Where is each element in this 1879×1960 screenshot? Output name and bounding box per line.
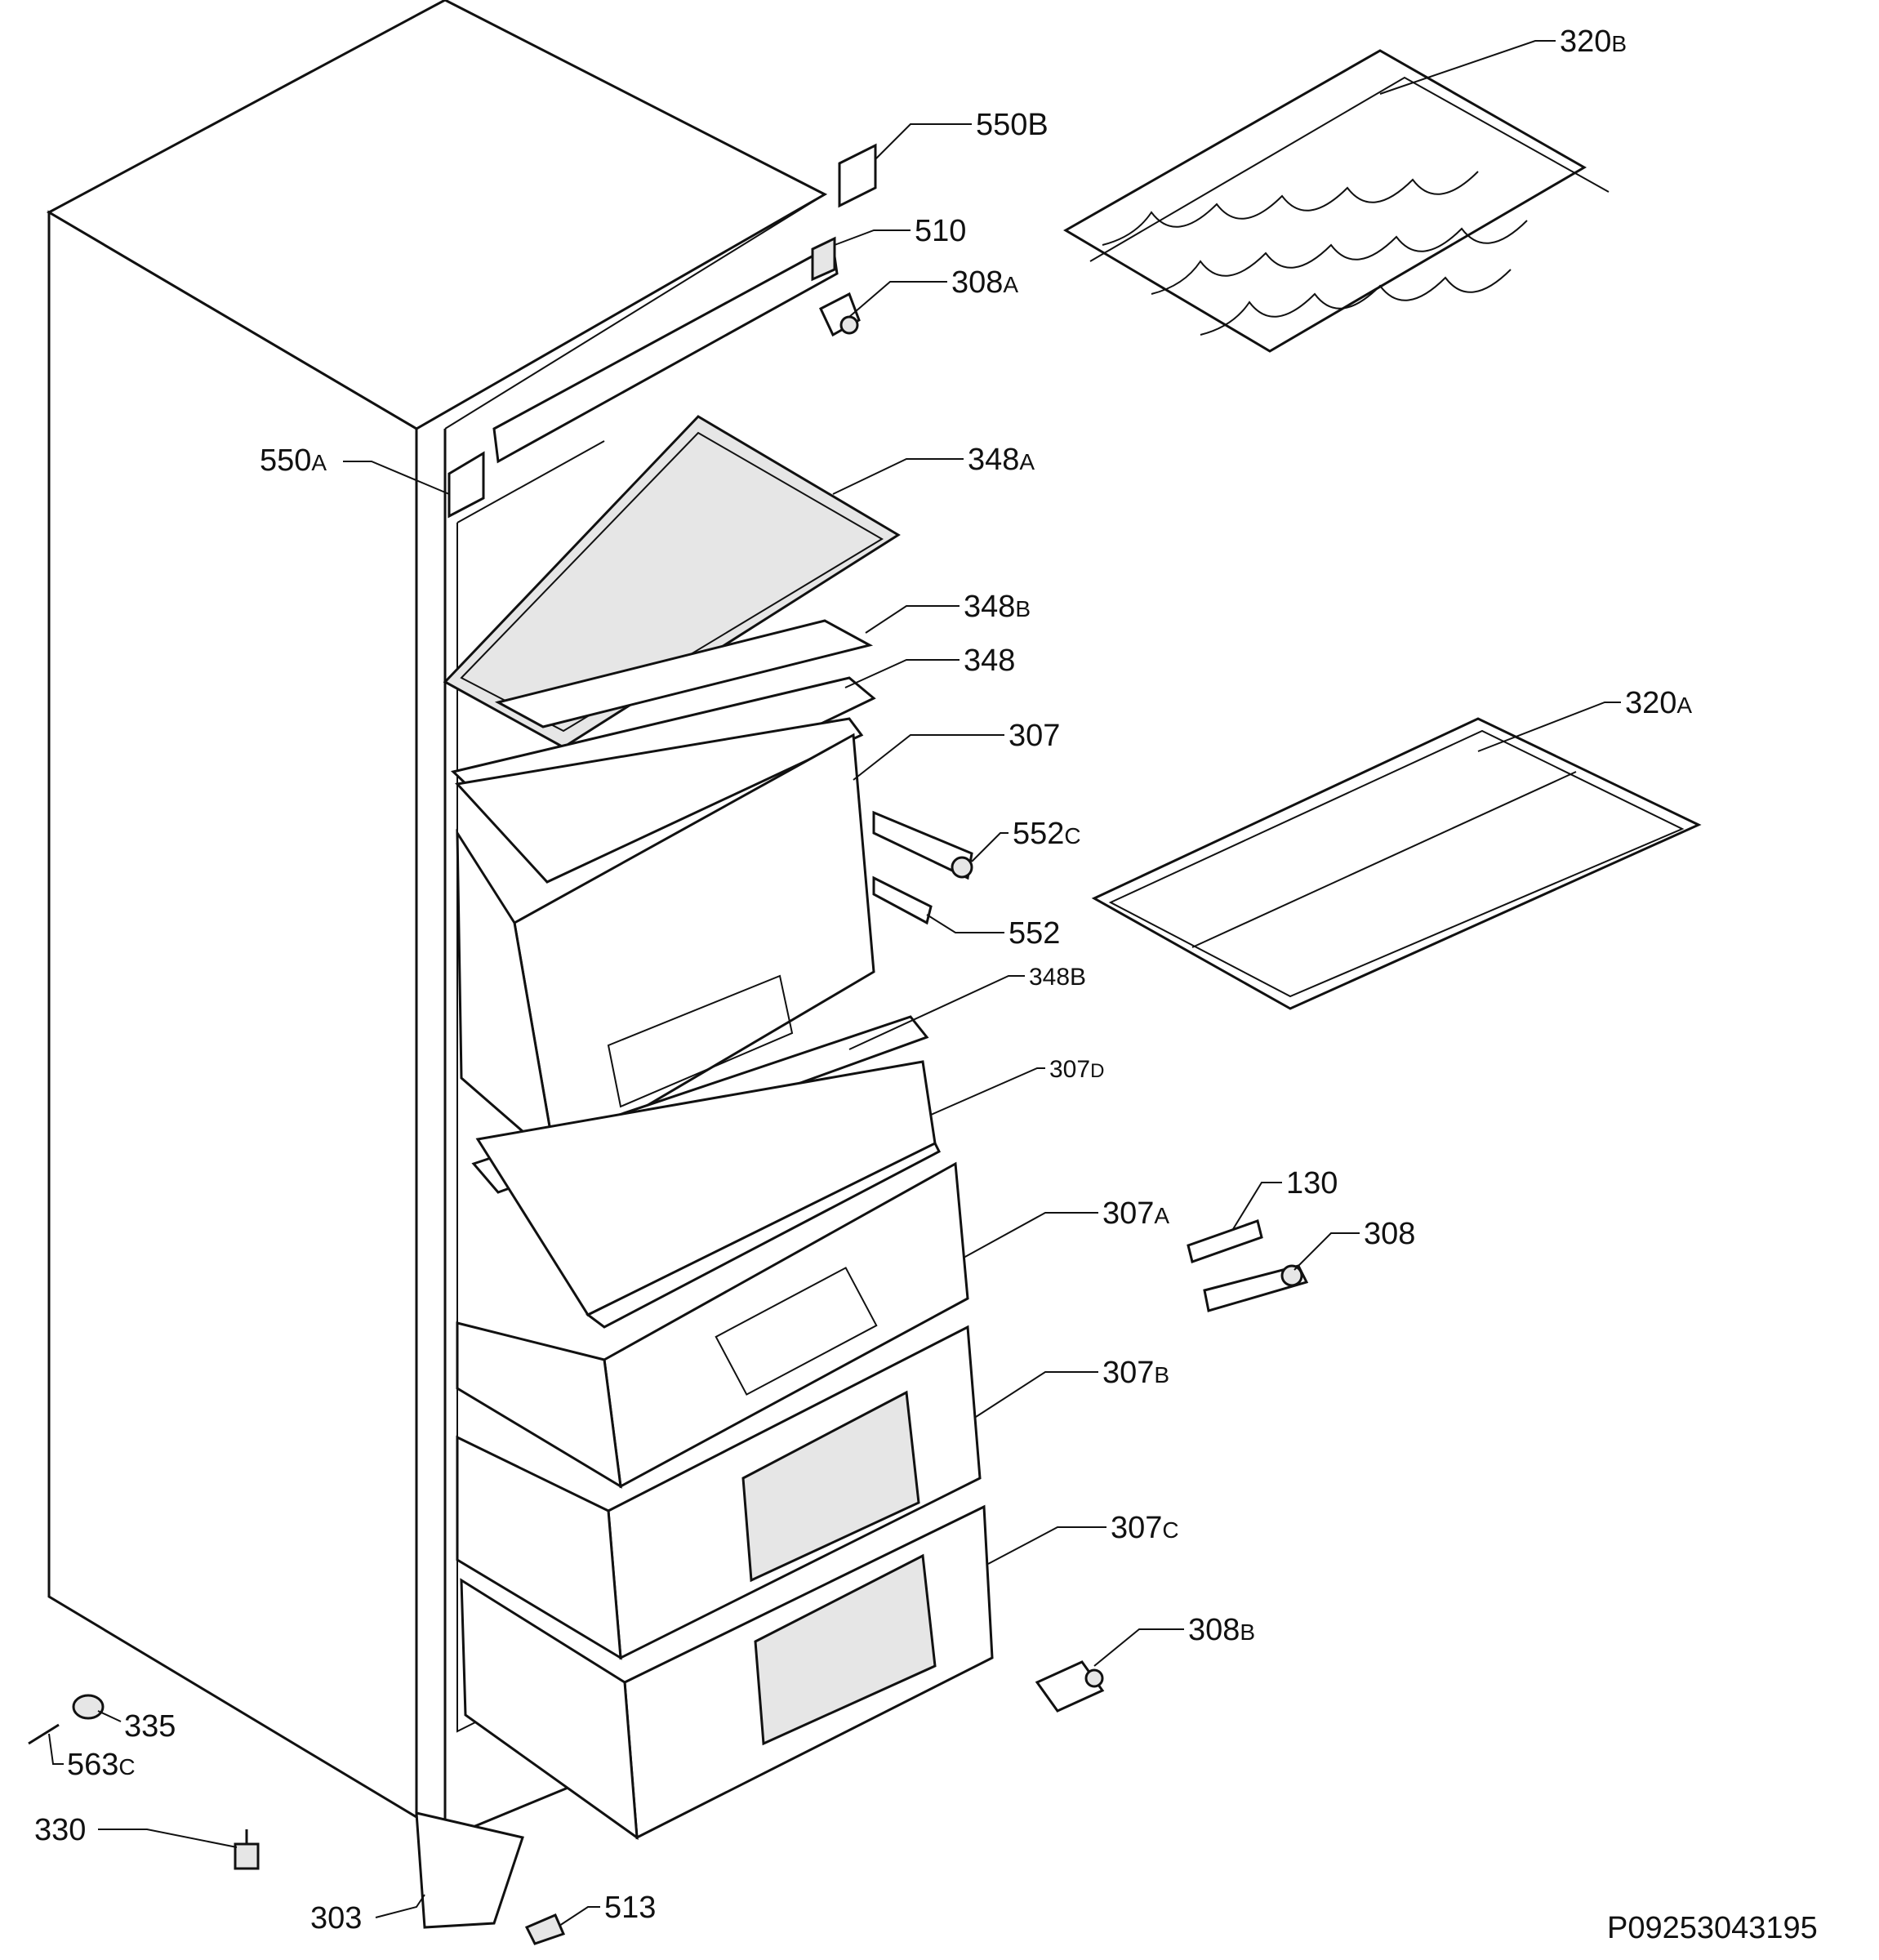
part-563C (28, 1723, 60, 1745)
part-308A (819, 292, 861, 337)
cabinet-body (46, 0, 828, 1839)
callout-348B-lower: 348B (1029, 964, 1087, 991)
callout-348A: 348A (968, 443, 1035, 477)
part-320A-wire-shelf (1091, 717, 1702, 1010)
part-307C-drawer (460, 1504, 994, 1841)
drawing-code: P09253043195 (1607, 1911, 1818, 1945)
callout-348B-top: 348B (964, 590, 1031, 624)
part-308B (1035, 1660, 1105, 1713)
callout-308A: 308A (951, 265, 1019, 300)
part-552C-rail (872, 810, 973, 880)
callout-307C: 307C (1111, 1511, 1179, 1545)
part-552C-roller (951, 856, 973, 879)
part-307B-drawer (456, 1325, 982, 1660)
callout-320A: 320A (1625, 686, 1693, 720)
part-307-drawer (456, 733, 875, 1163)
callout-130: 130 (1286, 1166, 1338, 1200)
callout-307B: 307B (1102, 1356, 1170, 1390)
callout-552: 552 (1009, 916, 1061, 951)
callout-303: 303 (310, 1901, 363, 1936)
callout-348: 348 (964, 644, 1016, 678)
part-550A (447, 451, 485, 519)
callout-308: 308 (1364, 1217, 1416, 1251)
callout-510: 510 (915, 214, 967, 248)
part-335 (72, 1694, 105, 1720)
part-130 (1187, 1219, 1263, 1263)
callout-563C: 563C (67, 1748, 136, 1782)
part-513 (524, 1913, 566, 1945)
callout-307A: 307A (1102, 1196, 1170, 1231)
part-510 (492, 243, 839, 464)
callout-550A: 550A (260, 443, 327, 478)
part-550B (838, 143, 877, 208)
callout-307: 307 (1009, 719, 1061, 753)
callout-320B: 320B (1560, 24, 1627, 59)
part-320B-bottle-rack (1063, 49, 1610, 353)
callout-335: 335 (124, 1709, 176, 1744)
part-308 (1203, 1264, 1309, 1312)
callout-513: 513 (604, 1891, 657, 1925)
callout-308B: 308B (1188, 1613, 1256, 1647)
callout-307D: 307D (1049, 1056, 1105, 1083)
part-303 (415, 1811, 524, 1929)
part-307D-basket (475, 1060, 941, 1329)
leader-lines (48, 40, 1621, 1927)
part-348-divider (455, 717, 864, 884)
callout-330: 330 (34, 1813, 87, 1847)
callout-552C: 552C (1013, 817, 1081, 851)
part-330 (234, 1829, 260, 1870)
part-552-rail (872, 875, 933, 925)
part-307A-drawer (456, 1161, 969, 1489)
callout-550B: 550B (976, 108, 1049, 142)
part-348B-top (494, 619, 874, 728)
part-510-clip (811, 236, 836, 282)
